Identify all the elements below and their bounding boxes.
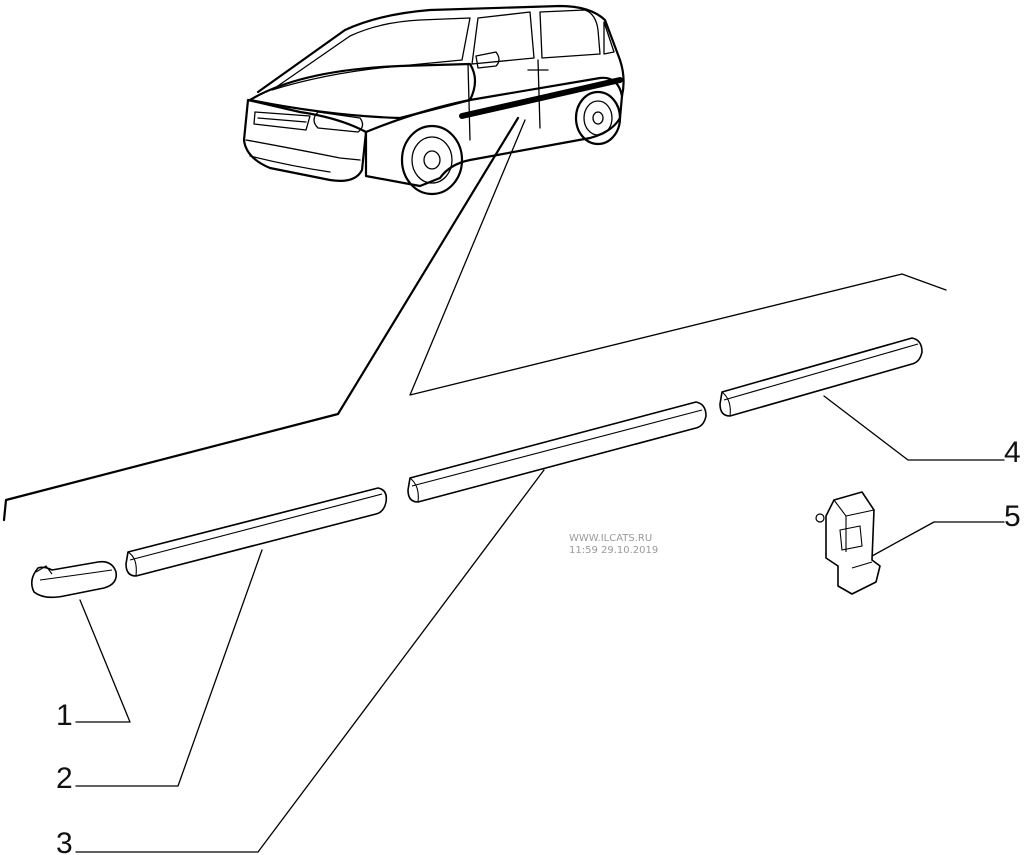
part-3-rear-door-molding (407, 401, 707, 503)
callout-number-1: 1 (56, 699, 73, 732)
callout-number-2: 2 (56, 762, 73, 795)
callout-leaders (75, 395, 1005, 853)
callout-number-3: 3 (56, 827, 73, 855)
part-2-front-door-molding (125, 487, 388, 577)
watermark-site: WWW.ILCATS.RU (569, 533, 652, 544)
leader-projection-lines (2, 116, 947, 522)
part-5-clip (815, 491, 881, 595)
watermark-timestamp: 11:59 29.10.2019 (569, 545, 658, 556)
part-4-rear-quarter-molding (719, 337, 923, 417)
molding-on-vehicle (459, 77, 623, 119)
callout-number-5: 5 (1004, 500, 1021, 533)
callout-number-4: 4 (1004, 436, 1021, 469)
rear-wheel (574, 90, 622, 146)
part-1-end-cap (30, 560, 118, 599)
front-wheel (400, 124, 464, 196)
van-illustration (242, 4, 625, 196)
